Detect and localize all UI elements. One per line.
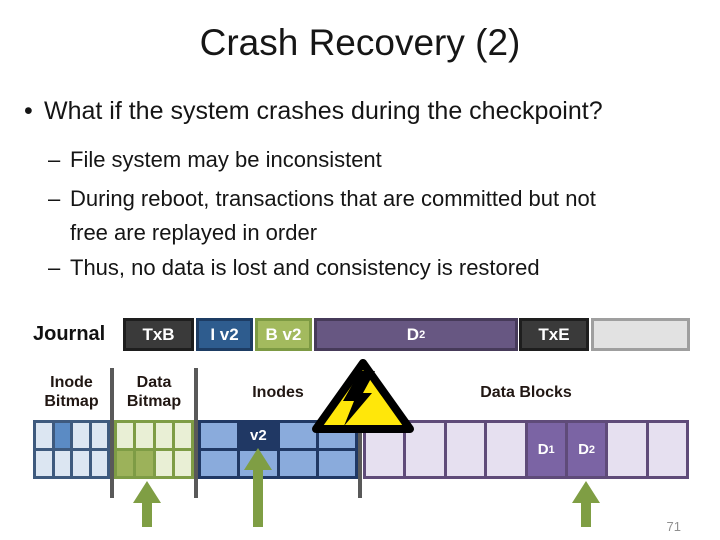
region-divider	[194, 368, 198, 498]
disk-cell	[608, 423, 646, 476]
sub-bullet-1-text: File system may be inconsistent	[70, 147, 382, 172]
txb-label: TxB	[142, 324, 175, 344]
disk-cell	[155, 423, 172, 448]
dash-marker: –	[48, 186, 61, 211]
page-number: 71	[666, 519, 681, 534]
journal-block-inode-v2: I v2	[196, 318, 253, 351]
sub-bullet-3-text: Thus, no data is lost and consistency is…	[70, 255, 540, 280]
d2-label: D	[578, 441, 589, 458]
sub-bullet-2: – During reboot, transactions that are c…	[48, 182, 596, 250]
disk-cell	[487, 423, 525, 476]
data-blocks-label: Data Blocks	[480, 384, 572, 401]
bv2-label: B v2	[265, 324, 302, 344]
d1-label: D	[537, 441, 549, 458]
dash-marker: –	[48, 147, 61, 172]
iv2-label: I v2	[210, 324, 239, 344]
data-bitmap-set-cell	[117, 451, 134, 476]
disk-cell	[117, 423, 134, 448]
sub-bullet-2-line-2: free are replayed in order	[70, 220, 318, 245]
journal-block-txe: TxE	[519, 318, 589, 351]
disk-cell	[73, 423, 89, 448]
replay-arrow-icon	[244, 448, 272, 527]
disk-cell	[279, 423, 316, 448]
data-bitmap-label: Data Bitmap	[114, 373, 194, 411]
page-title: Crash Recovery (2)	[199, 22, 521, 63]
data-bitmap-label-line2: Bitmap	[126, 393, 182, 410]
disk-cell	[91, 451, 107, 476]
disk-cell	[648, 423, 686, 476]
disk-cell	[446, 423, 485, 476]
inodes-label: Inodes	[252, 384, 304, 401]
data-bitmap-set-cell	[136, 451, 153, 476]
inode-bitmap-set-cell	[54, 423, 70, 448]
inode-bitmap-label: Inode Bitmap	[33, 373, 110, 411]
data-bitmap-label-line1: Data	[136, 374, 172, 391]
dash-marker: –	[48, 255, 61, 280]
inode-v2-cell: v2	[240, 423, 277, 448]
sub-bullet-2-line-1: During reboot, transactions that are com…	[70, 186, 596, 211]
inode-bitmap-label-line1: Inode	[50, 374, 93, 391]
journal-label: Journal	[33, 323, 106, 345]
inode-bitmap-region	[33, 420, 110, 479]
crash-lightning-icon	[312, 359, 414, 433]
disk-cell	[73, 451, 89, 476]
journal-block-bitmap-v2: B v2	[255, 318, 312, 351]
data-bitmap-region	[114, 420, 194, 479]
inode-bitmap-label-line2: Bitmap	[44, 393, 99, 410]
replay-arrow-icon	[572, 481, 600, 527]
bullet-marker: •	[24, 97, 33, 125]
journal-block-txb: TxB	[123, 318, 194, 351]
journal-block-free	[591, 318, 690, 351]
disk-cell	[155, 451, 172, 476]
txe-label: TxE	[538, 324, 570, 344]
disk-cell	[54, 451, 70, 476]
disk-cell	[36, 451, 52, 476]
disk-cell	[201, 423, 238, 448]
region-divider	[110, 368, 114, 498]
disk-cell	[201, 451, 238, 476]
disk-cell	[36, 423, 52, 448]
disk-cell	[91, 423, 107, 448]
disk-cell	[174, 451, 191, 476]
sub-bullet-1: – File system may be inconsistent	[48, 143, 382, 177]
sub-bullet-3: – Thus, no data is lost and consistency …	[48, 251, 540, 285]
disk-cell	[136, 423, 153, 448]
d2-label: D	[406, 324, 420, 344]
bullet-main-text: What if the system crashes during the ch…	[44, 97, 603, 125]
v2-label: v2	[250, 427, 267, 444]
disk-cell	[174, 423, 191, 448]
disk-cell	[318, 451, 355, 476]
disk-cell	[279, 451, 316, 476]
replay-arrow-icon	[133, 481, 161, 527]
bullet-main: • What if the system crashes during the …	[24, 97, 603, 126]
